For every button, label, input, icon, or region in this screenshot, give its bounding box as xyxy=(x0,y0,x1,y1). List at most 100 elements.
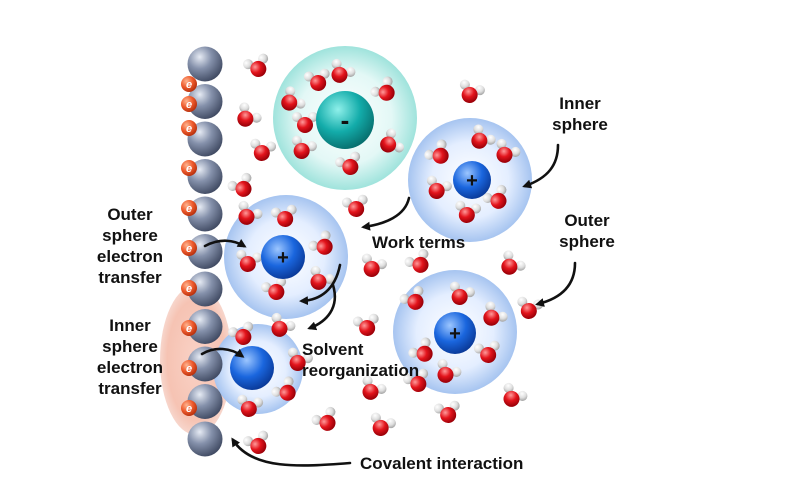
svg-text:e: e xyxy=(186,363,192,375)
electron-icon: e xyxy=(181,240,197,256)
water-molecule-icon xyxy=(287,347,313,371)
svg-text:e: e xyxy=(186,99,192,111)
water-molecule-icon xyxy=(311,406,336,431)
water-molecule-icon xyxy=(483,301,508,326)
water-molecule-icon xyxy=(473,340,500,363)
water-molecule-icon xyxy=(471,124,496,149)
water-molecule-icon xyxy=(281,86,306,111)
electron-icon: e xyxy=(181,280,197,296)
label-line: electron xyxy=(96,358,164,377)
water-molecule-icon xyxy=(437,358,462,383)
outer-sphere-label: Outer sphere xyxy=(545,210,629,252)
label-line: Inner xyxy=(109,316,151,335)
electron-icon: e xyxy=(181,320,197,336)
water-molecule-icon xyxy=(352,313,379,336)
water-molecule-icon xyxy=(250,138,277,161)
water-molecule-icon xyxy=(404,248,429,273)
svg-text:e: e xyxy=(186,323,192,335)
water-molecule-icon xyxy=(237,394,264,417)
label-line: Outer xyxy=(564,211,610,230)
electron-icon: e xyxy=(181,76,197,92)
water-molecule-icon xyxy=(238,200,263,225)
electrode-atom-icon xyxy=(187,309,223,344)
arrow-icon xyxy=(361,196,411,231)
label-line: sphere xyxy=(102,226,158,245)
label-line: transfer xyxy=(98,379,162,398)
water-molecule-icon xyxy=(236,249,263,272)
water-molecule-icon xyxy=(501,250,526,275)
inner-sphere-electron-transfer-label: Inner sphere electron transfer xyxy=(88,315,172,399)
anion-core xyxy=(316,91,374,149)
electron-icon: e xyxy=(181,96,197,112)
water-molecule-icon xyxy=(243,430,269,454)
solvent-reorganization-label: Solvent reorganization xyxy=(302,339,419,381)
water-molecule-icon xyxy=(361,253,387,277)
label-line: Outer xyxy=(107,205,153,224)
water-molecule-icon xyxy=(308,230,333,255)
svg-text:e: e xyxy=(186,79,192,91)
label-line: electron xyxy=(96,247,164,266)
water-molecule-icon xyxy=(331,58,356,83)
water-molecule-icon xyxy=(455,200,482,223)
cation-core-upper-right xyxy=(453,161,491,199)
water-molecule-icon xyxy=(433,400,460,423)
water-molecule-icon xyxy=(362,375,387,400)
cation-charge-symbol: + xyxy=(277,247,289,269)
anion-charge-symbol: - xyxy=(341,105,350,135)
water-molecule-icon xyxy=(310,265,335,290)
arrow-icon xyxy=(231,437,352,467)
cation-charge-symbol: + xyxy=(449,323,461,345)
water-molecule-icon xyxy=(408,337,433,362)
water-molecule-icon xyxy=(482,184,507,209)
water-molecule-icon xyxy=(228,321,254,345)
electron-icon: e xyxy=(181,200,197,216)
cation-charge-symbol: + xyxy=(466,170,478,192)
cation-core-middle xyxy=(261,235,305,279)
arrow-icon xyxy=(299,263,342,306)
electrode-atom-icon xyxy=(187,46,223,82)
water-molecule-icon xyxy=(341,194,368,217)
water-molecule-icon xyxy=(449,281,475,305)
label-line: reorganization xyxy=(302,361,420,380)
electrode-atom-icon xyxy=(187,271,223,307)
water-molecule-icon xyxy=(237,102,262,127)
svg-text:e: e xyxy=(186,123,192,135)
cation-core-lower-right xyxy=(434,312,476,354)
electron-icon: e xyxy=(181,400,197,416)
label-line: Inner xyxy=(559,94,601,113)
water-molecule-icon xyxy=(303,68,330,91)
electrode-atom-icon xyxy=(187,346,223,382)
arrow-icon xyxy=(200,347,245,358)
covalent-interaction-label: Covalent interaction xyxy=(360,454,524,473)
svg-text:e: e xyxy=(186,403,192,415)
water-molecule-icon xyxy=(370,76,395,101)
water-molecules xyxy=(227,53,544,454)
outer-sphere-electron-transfer-label: Outer sphere electron transfer xyxy=(88,204,172,288)
electron-icon: e xyxy=(181,360,197,376)
electrode-atom-icon xyxy=(187,421,223,457)
water-molecule-icon xyxy=(271,376,296,401)
water-molecule-icon xyxy=(459,79,485,103)
inner-sphere-label: Inner sphere xyxy=(538,93,622,135)
svg-text:e: e xyxy=(186,203,192,215)
electron-icon: e xyxy=(181,160,197,176)
water-molecule-icon xyxy=(291,135,317,159)
water-molecule-icon xyxy=(271,312,296,337)
svg-text:e: e xyxy=(186,163,192,175)
electrode-atom-icon xyxy=(187,84,223,119)
label-line: sphere xyxy=(552,115,608,134)
water-molecule-icon xyxy=(517,296,544,319)
label-line: sphere xyxy=(102,337,158,356)
water-molecule-icon xyxy=(426,175,452,199)
water-molecule-icon xyxy=(370,412,396,436)
water-molecule-icon xyxy=(270,204,297,227)
work-terms-label: Work terms xyxy=(372,233,466,252)
water-molecule-icon xyxy=(335,151,361,175)
label-line: transfer xyxy=(98,268,162,287)
water-molecule-icon xyxy=(403,368,429,392)
label-line: Solvent xyxy=(302,340,364,359)
arrow-icon xyxy=(203,239,247,248)
water-molecule-icon xyxy=(261,276,287,300)
